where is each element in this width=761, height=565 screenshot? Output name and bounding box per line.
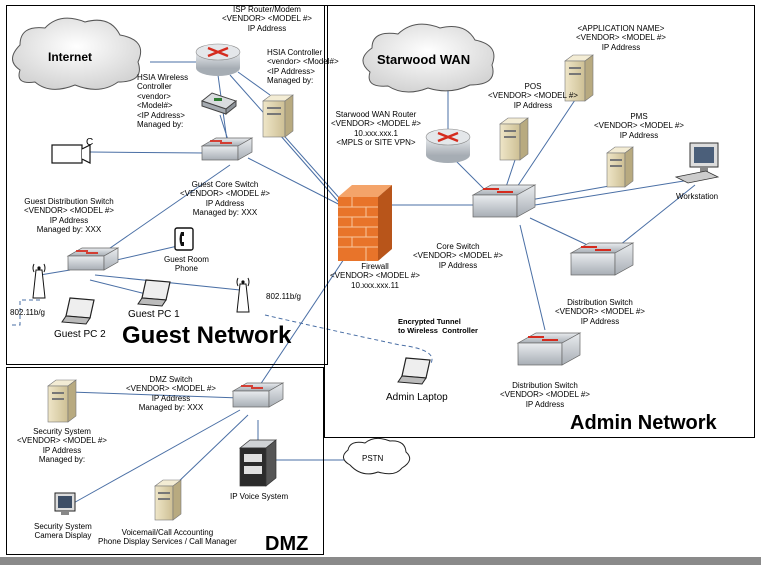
voicemail-server-icon [154,479,182,521]
distribution-switch-1-label: Distribution Switch <VENDOR> <MODEL #> I… [555,298,645,326]
admin-laptop-icon [397,357,431,385]
pos-label: POS <VENDOR> <MODEL #> IP Address [488,82,578,110]
hsia-wireless-controller-icon [200,92,238,116]
guest-pc1-label: Guest PC 1 [128,309,180,320]
core-switch-icon [471,184,537,218]
admin-laptop-label: Admin Laptop [386,392,448,403]
starwood-router-icon [425,128,471,163]
ip-voice-label: IP Voice System [230,492,289,501]
pstn-label: PSTN [362,454,384,463]
security-system-label: Security System <VENDOR> <MODEL #> IP Ad… [17,427,107,465]
application-server-icon [564,54,594,102]
application-label: <APPLICATION NAME> <VENDOR> <MODEL #> IP… [576,24,666,52]
firewall-label: Firewall <VENDOR> <MODEL #> 10.xxx.xxx.1… [330,262,420,290]
guest-pc2-laptop-icon [61,297,95,325]
guest-core-switch-label: Guest Core Switch <VENDOR> <MODEL #> IP … [180,180,270,218]
voicemail-label: Voicemail/Call Accounting Phone Display … [98,528,237,547]
workstation-icon [674,142,720,184]
starwood-wan-label: Starwood WAN [377,52,471,67]
firewall-icon [338,185,392,261]
guest-room-phone-icon [174,227,194,251]
security-system-server-icon [47,379,77,423]
dmz-switch-icon [231,382,285,408]
pos-server-icon [499,117,529,161]
ip-voice-system-icon [239,439,277,487]
distribution-switch-2-label: Distribution Switch <VENDOR> <MODEL #> I… [500,381,590,409]
pms-server-icon [606,146,634,188]
guest-pc2-label: Guest PC 2 [54,329,106,340]
guest-dist-switch-label: Guest Distribution Switch <VENDOR> <MODE… [24,197,114,235]
guest-network-zone [6,5,328,365]
dmz-title: DMZ [265,533,309,555]
internet-cloud-icon [12,17,142,90]
isp-router-label: ISP Router/Modem <VENDOR> <MODEL #> IP A… [222,5,312,33]
isp-router-icon [195,43,241,76]
hsia-controller-label: HSIA Controller <vendor> <Model#> <IP Ad… [267,48,339,86]
dmz-switch-label: DMZ Switch <VENDOR> <MODEL #> IP Address… [126,375,216,413]
pstn-cloud-icon [343,437,411,475]
encrypted-tunnel-label: Encrypted Tunnel to Wireless Controller [398,317,478,336]
guest-distribution-switch-icon [66,247,120,271]
wifi-antenna-right-icon [236,277,250,313]
guest-room-phone-label: Guest Room Phone [164,255,209,274]
hsia-controller-server-icon [262,94,294,138]
distribution-switch-2-icon [516,332,582,366]
camera-icon [51,144,91,164]
guest-network-title: Guest Network [122,322,292,349]
camera-c-label: C [86,137,94,148]
bottom-bar [0,557,761,565]
admin-network-title: Admin Network [570,412,717,434]
hsia-wireless-label: HSIA Wireless Controller <vendor> <Model… [137,73,189,130]
guest-pc1-laptop-icon [137,279,171,307]
connections [39,61,696,506]
core-switch-label: Core Switch <VENDOR> <MODEL #> IP Addres… [413,242,503,270]
camera-display-label: Security System Camera Display [34,522,92,541]
wifi-right-label: 802.11b/g [266,292,301,301]
starwood-router-label: Starwood WAN Router <VENDOR> <MODEL #> 1… [331,110,421,148]
wifi-left-label: 802.11b/g [10,308,45,317]
internet-label: Internet [48,50,93,64]
pms-label: PMS <VENDOR> <MODEL #> IP Address [594,112,684,140]
wifi-antenna-left-icon [32,263,46,299]
distribution-switch-1-icon [569,242,635,276]
admin-network-zone [324,5,755,438]
starwood-cloud-icon [362,23,495,93]
guest-core-switch-icon [200,137,254,161]
workstation-label: Workstation [676,192,719,201]
camera-display-monitor-icon [54,492,76,515]
dmz-zone [6,367,324,555]
